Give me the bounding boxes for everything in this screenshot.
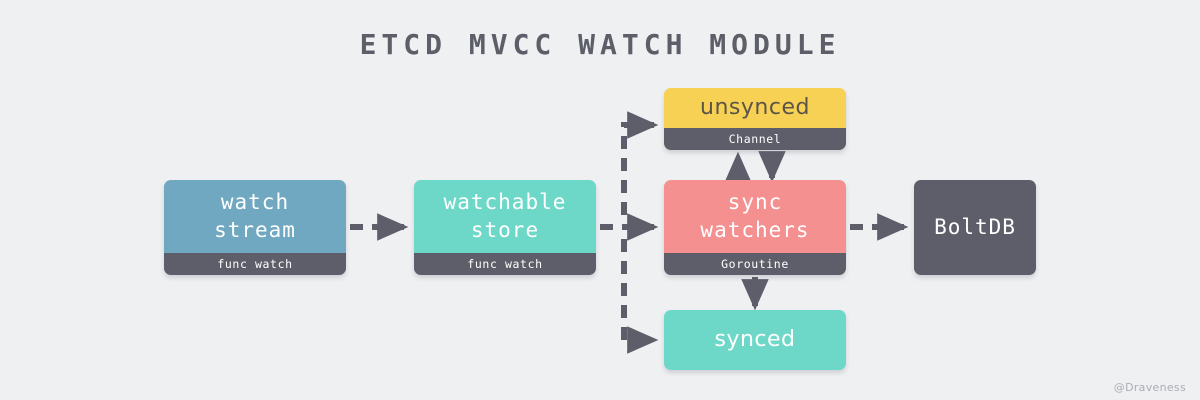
node-boltdb[interactable]: BoltDB <box>914 180 1036 275</box>
node-watchable-store-footer: func watch <box>414 253 596 275</box>
node-watch-stream-label: watch stream <box>214 189 296 242</box>
page-title: ETCD MVCC WATCH MODULE <box>359 28 841 61</box>
node-unsynced[interactable]: unsynced Channel <box>664 88 846 150</box>
node-sync-watchers-label: sync watchers <box>700 189 810 242</box>
edge-watchable-store-to-synced <box>621 239 659 354</box>
node-watch-stream[interactable]: watch stream func watch <box>164 180 346 275</box>
node-unsynced-label: unsynced <box>700 95 810 121</box>
node-watch-stream-footer: func watch <box>164 253 346 275</box>
node-watchable-store[interactable]: watchable store func watch <box>414 180 596 275</box>
edge-watchable-store-to-unsynced <box>621 111 659 215</box>
node-sync-watchers-footer: Goroutine <box>664 253 846 275</box>
node-synced[interactable]: synced <box>664 310 846 370</box>
node-sync-watchers[interactable]: sync watchers Goroutine <box>664 180 846 275</box>
node-watchable-store-label: watchable store <box>443 189 567 242</box>
node-boltdb-label: BoltDB <box>934 214 1016 239</box>
watermark: @Draveness <box>1113 381 1186 394</box>
node-unsynced-footer: Channel <box>664 128 846 150</box>
node-synced-label: synced <box>714 327 796 353</box>
